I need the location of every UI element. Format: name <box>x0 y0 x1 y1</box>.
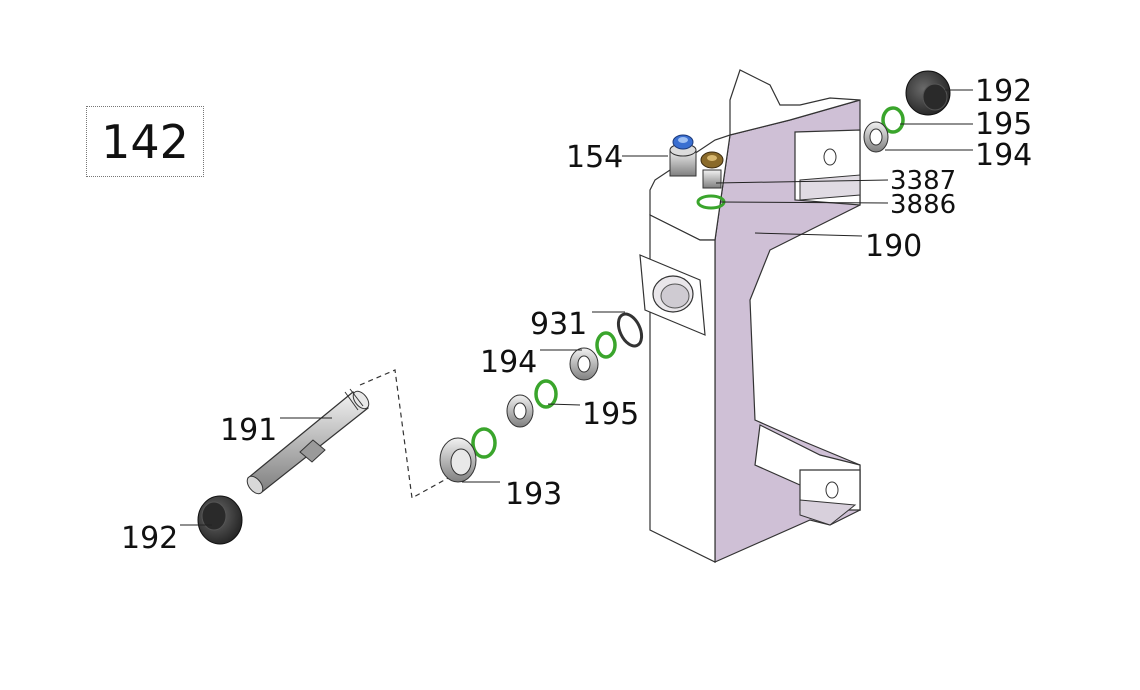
bushing-195-mid <box>506 394 534 428</box>
label-193: 193 <box>505 477 562 512</box>
pin-191 <box>246 388 370 495</box>
label-3886: 3886 <box>890 190 956 220</box>
seal-193 <box>439 437 477 483</box>
label-191: 191 <box>220 413 277 448</box>
bushing-194-top <box>863 121 889 153</box>
leader-3886 <box>719 201 889 204</box>
label-194-mid: 194 <box>480 345 537 380</box>
oring-931-side <box>595 331 617 359</box>
label-3387: 3387 <box>890 166 956 196</box>
label-194-top: 194 <box>975 138 1032 173</box>
cap-192-top <box>905 70 951 116</box>
leader-190 <box>754 232 863 237</box>
oring-195-mid <box>534 379 558 409</box>
oring-193 <box>471 427 497 459</box>
leader-3387 <box>715 179 889 184</box>
fitting-3387 <box>700 151 724 189</box>
label-192-top: 192 <box>975 74 1032 109</box>
group-number: 142 <box>101 114 189 169</box>
cap-192-bottom <box>197 495 243 545</box>
label-192-bottom: 192 <box>121 521 178 556</box>
label-154: 154 <box>566 140 623 175</box>
label-931: 931 <box>530 307 587 342</box>
label-195-top: 195 <box>975 107 1032 142</box>
fitting-154 <box>669 134 697 177</box>
assembly-path-dashed <box>359 369 449 499</box>
label-190: 190 <box>865 229 922 264</box>
group-number-box: 142 <box>86 106 204 177</box>
leader-195-mid <box>547 403 581 406</box>
retaining-ring-931 <box>616 312 644 348</box>
main-housing-190 <box>639 69 861 563</box>
bushing-194-mid <box>569 347 599 381</box>
oring-195-top <box>881 106 905 134</box>
label-195-mid: 195 <box>582 397 639 432</box>
